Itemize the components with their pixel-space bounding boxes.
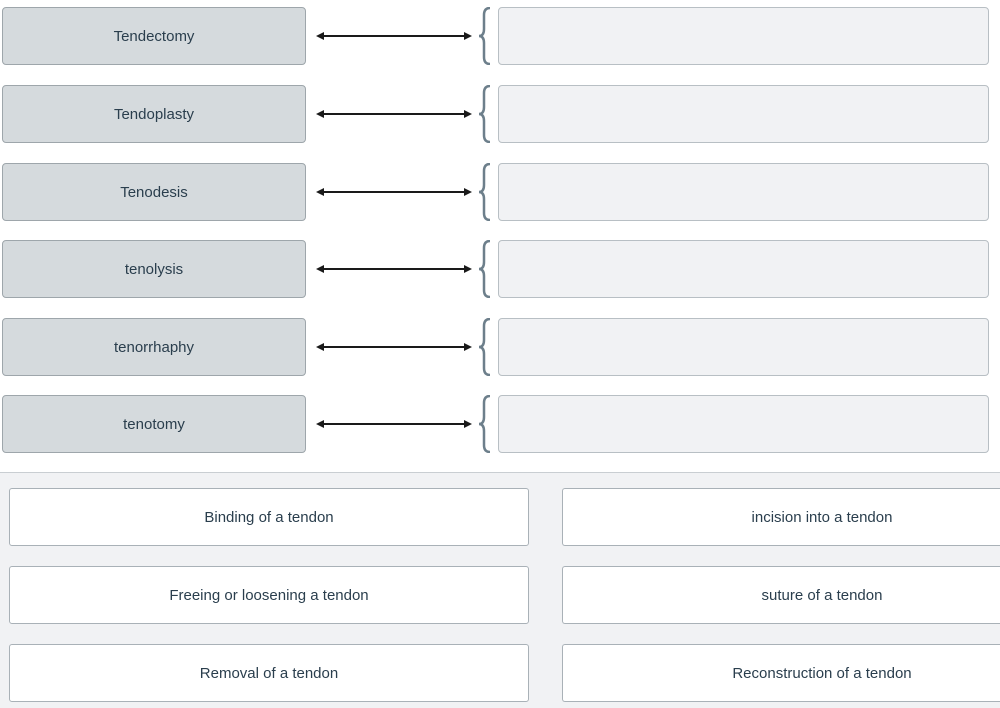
answer-choice-label: Removal of a tendon [199, 664, 339, 682]
answer-choice[interactable]: Binding of a tendon [9, 488, 529, 546]
answer-drop-zone[interactable] [498, 85, 989, 143]
double-headed-arrow-icon [316, 265, 472, 273]
term-card[interactable]: Tendoplasty [2, 85, 306, 143]
curly-bracket-icon [478, 240, 491, 298]
match-row: Tendectomy [0, 7, 1000, 65]
double-headed-arrow-icon [316, 188, 472, 196]
term-card[interactable]: tenorrhaphy [2, 318, 306, 376]
answer-choice-label: Reconstruction of a tendon [732, 664, 912, 682]
answer-choice[interactable]: Reconstruction of a tendon [562, 644, 1000, 702]
match-row: Tenodesis [0, 163, 1000, 221]
term-card[interactable]: Tenodesis [2, 163, 306, 221]
match-row: tenolysis [0, 240, 1000, 298]
double-headed-arrow-icon [316, 420, 472, 428]
answer-drop-zone[interactable] [498, 318, 989, 376]
answer-drop-zone[interactable] [498, 7, 989, 65]
answer-choice[interactable]: suture of a tendon [562, 566, 1000, 624]
term-label: Tendectomy [113, 27, 195, 45]
answer-drop-zone[interactable] [498, 395, 989, 453]
curly-bracket-icon [478, 7, 491, 65]
answer-drop-zone[interactable] [498, 240, 989, 298]
match-row: tenorrhaphy [0, 318, 1000, 376]
answer-choice[interactable]: incision into a tendon [562, 488, 1000, 546]
answer-choice-label: incision into a tendon [751, 508, 893, 526]
curly-bracket-icon [478, 163, 491, 221]
answer-bank: Binding of a tendon incision into a tend… [0, 472, 1000, 708]
answer-choice[interactable]: Freeing or loosening a tendon [9, 566, 529, 624]
term-label: tenotomy [123, 415, 185, 433]
double-headed-arrow-icon [316, 32, 472, 40]
match-row: tenotomy [0, 395, 1000, 453]
double-headed-arrow-icon [316, 343, 472, 351]
curly-bracket-icon [478, 318, 491, 376]
term-label: tenolysis [124, 260, 184, 278]
double-headed-arrow-icon [316, 110, 472, 118]
curly-bracket-icon [478, 395, 491, 453]
match-row: Tendoplasty [0, 85, 1000, 143]
term-label: tenorrhaphy [113, 338, 195, 356]
term-label: Tenodesis [120, 183, 188, 201]
term-card[interactable]: tenotomy [2, 395, 306, 453]
matching-area: Tendectomy Tendoplasty Tenodesis tenolys… [0, 7, 1000, 453]
term-card[interactable]: Tendectomy [2, 7, 306, 65]
curly-bracket-icon [478, 85, 491, 143]
answer-choice-label: Binding of a tendon [204, 508, 334, 526]
answer-drop-zone[interactable] [498, 163, 989, 221]
answer-choice-label: suture of a tendon [761, 586, 883, 604]
term-card[interactable]: tenolysis [2, 240, 306, 298]
answer-choice-label: Freeing or loosening a tendon [169, 586, 369, 604]
term-label: Tendoplasty [113, 105, 195, 123]
answer-choice[interactable]: Removal of a tendon [9, 644, 529, 702]
